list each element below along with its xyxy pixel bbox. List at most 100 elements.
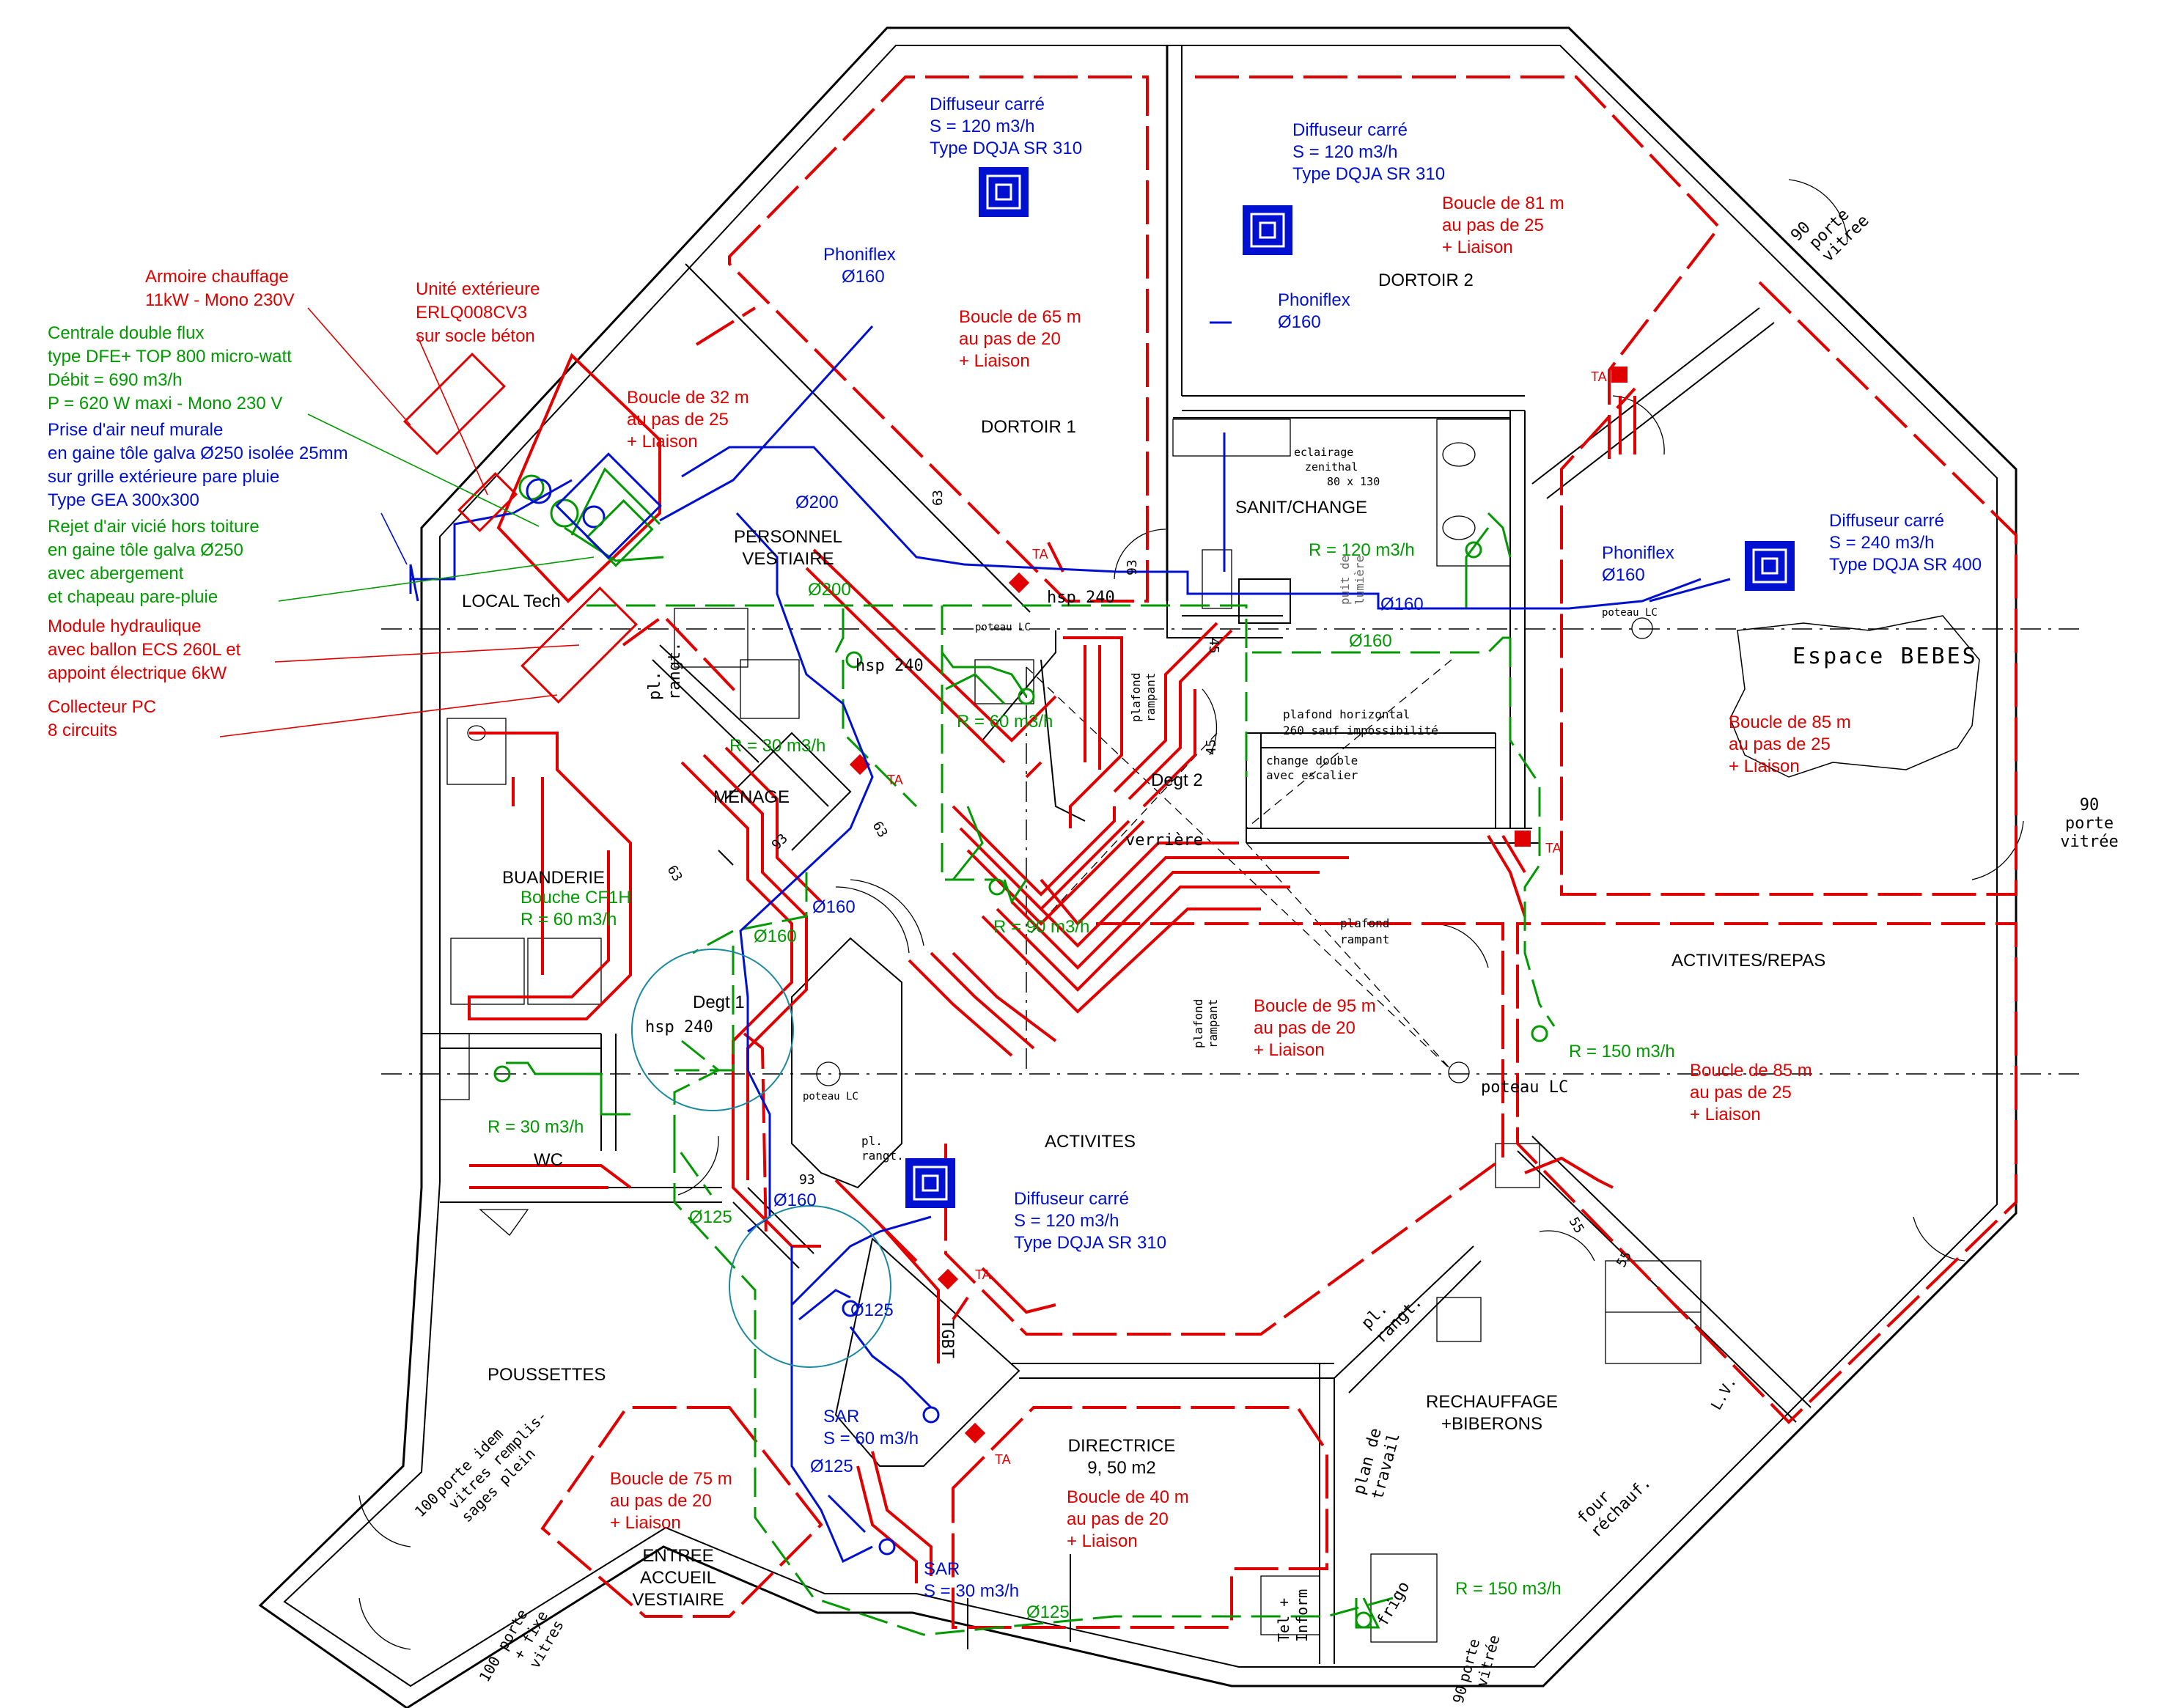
exhaust-r120: R = 120 m3/h: [1309, 540, 1415, 560]
exhaust-d125-a: Ø125: [689, 1207, 732, 1227]
exhaust-d125-b: Ø125: [1026, 1602, 1070, 1622]
phoniflex-3-dia: Ø160: [1602, 565, 1645, 585]
ta-label-2: TA: [887, 773, 903, 787]
poteau-4: poteau LC: [803, 1091, 858, 1103]
exhaust-r90: R = 90 m3/h: [993, 917, 1089, 937]
phoniflex-3: Phoniflex: [1602, 543, 1674, 563]
exhaust-labels: Ø200 Ø160 Ø160 Ø125 Ø125 R = 120 m3/h R …: [488, 540, 1675, 1622]
supply-d200: Ø200: [795, 493, 839, 512]
exhaust-r150-b: R = 150 m3/h: [1455, 1579, 1562, 1599]
room-local: LOCAL Tech: [462, 592, 561, 611]
circulation-circles: [631, 949, 891, 1368]
poteau-1: poteau LC: [975, 622, 1031, 633]
phoniflex-2: Phoniflex: [1278, 290, 1350, 310]
phoniflex-1: Phoniflex: [823, 245, 896, 265]
exhaust-r30-menage: R = 30 m3/h: [729, 736, 825, 756]
axis-lines: [381, 628, 2082, 1075]
hsp-2: hsp 240: [856, 657, 924, 675]
heating-loops: [468, 76, 2018, 1629]
exhaust-r30-wc: R = 30 m3/h: [488, 1117, 584, 1137]
room-sanit: SANIT/CHANGE: [1235, 498, 1367, 518]
n63-c: 63: [930, 490, 946, 506]
exhaust-r60: R = 60 m3/h: [957, 712, 1053, 732]
tel-inform: Tel +Inform: [1275, 1589, 1311, 1642]
room-espace-bebes: Espace BEBES: [1792, 644, 1978, 669]
pl-rangt-1: pl.rangt.: [646, 642, 684, 700]
supply-d125-b: Ø125: [810, 1457, 853, 1476]
n45-a: 45: [1206, 638, 1221, 654]
n93-b: 93: [1125, 559, 1140, 575]
room-degt1: Degt 1: [693, 993, 745, 1012]
ta-labels: TA TA TA TA TA TA: [887, 369, 1607, 1467]
supply-labels: Phoniflex Ø160 Phoniflex Ø160 Phoniflex …: [773, 245, 1674, 1601]
ta-label-3: TA: [1591, 369, 1607, 384]
room-rechauffage: RECHAUFFAGE+BIBERONS: [1426, 1392, 1558, 1434]
hsp-3: hsp 240: [645, 1018, 713, 1037]
supply-network: [409, 321, 1731, 1564]
diffuser-activites-icon: [905, 1158, 955, 1208]
legend-leaders: [219, 307, 595, 737]
diffuser-dortoir2-icon: [1243, 205, 1292, 255]
ta-markers: [849, 367, 1627, 1444]
outer-walls: [258, 26, 2018, 1708]
n93-a: 93: [799, 1172, 815, 1188]
verriere: verrière: [1125, 831, 1203, 850]
phoniflex-1-dia: Ø160: [842, 267, 885, 287]
tgbt: TGBT: [938, 1319, 956, 1358]
ta-label-6: TA: [995, 1452, 1011, 1467]
pl-rangt-2: pl.rangt.: [861, 1134, 904, 1163]
exhaust-network: [493, 467, 1556, 1636]
equipment: [402, 352, 662, 704]
espace-bebes-cloud: [1729, 615, 1980, 778]
diffuser-bebes-icon: [1745, 541, 1795, 591]
hsp-1: hsp 240: [1047, 589, 1115, 607]
poteau-2: poteau LC: [1602, 607, 1658, 619]
room-activites: ACTIVITES: [1045, 1132, 1136, 1152]
fixtures: [439, 419, 1702, 1643]
supply-d125-a: Ø125: [850, 1300, 894, 1320]
room-names: DORTOIR 1 DORTOIR 2 SANIT/CHANGE PERSONN…: [462, 270, 1978, 1610]
exhaust-d200: Ø200: [808, 580, 851, 600]
n45-b: 45: [1204, 739, 1219, 755]
room-dortoir2: DORTOIR 2: [1378, 270, 1474, 290]
room-wc: WC: [534, 1150, 563, 1170]
room-buanderie: BUANDERIE: [502, 868, 605, 888]
room-activites-repas: ACTIVITES/REPAS: [1671, 951, 1825, 971]
room-degt2: Degt 2: [1151, 770, 1203, 790]
ta-label-5: TA: [975, 1267, 991, 1282]
supply-d160-b: Ø160: [773, 1190, 817, 1210]
room-poussettes: POUSSETTES: [488, 1365, 606, 1385]
door-swings: [358, 179, 2024, 1650]
room-menage: MENAGE: [713, 787, 790, 807]
exhaust-r150-a: R = 150 m3/h: [1569, 1042, 1675, 1061]
exhaust-d160-a: Ø160: [1349, 631, 1392, 651]
